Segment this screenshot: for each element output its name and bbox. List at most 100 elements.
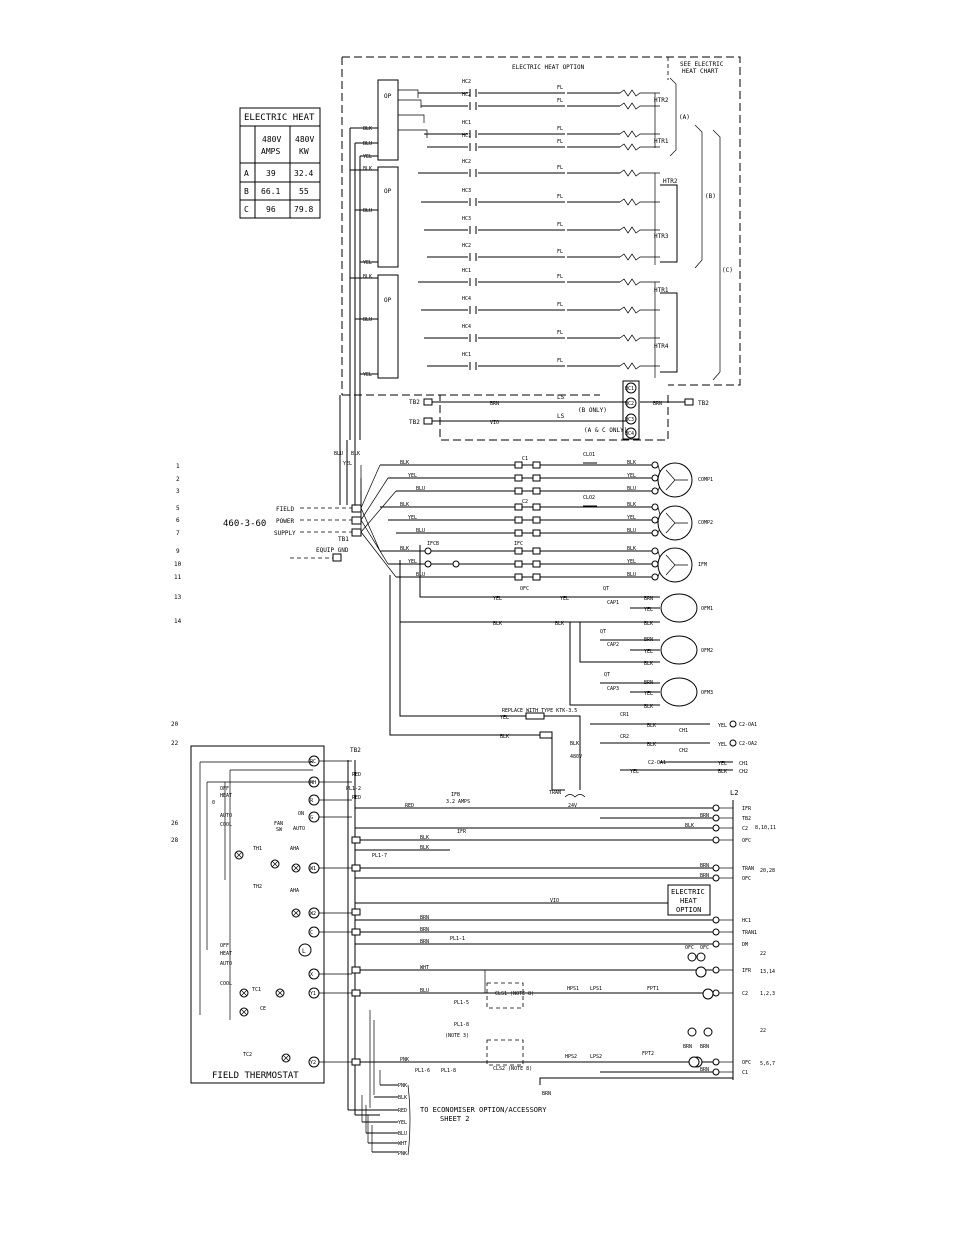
svg-text:CLO1: CLO1 [583, 452, 595, 458]
hc-contact-label: HC3 [462, 216, 471, 222]
fl-label: FL [557, 302, 563, 308]
svg-text:VIO: VIO [490, 420, 499, 426]
svg-text:CR2: CR2 [620, 734, 629, 740]
svg-text:AHA: AHA [290, 846, 299, 852]
svg-text:YEL: YEL [644, 691, 653, 697]
svg-text:BLU: BLU [363, 141, 372, 147]
svg-text:FAN: FAN [274, 821, 283, 827]
svg-text:7: 7 [176, 530, 180, 537]
wire-color-label: BRN [420, 915, 429, 921]
thermostat-terminal-label: R [310, 798, 314, 804]
svg-text:OFC: OFC [685, 945, 694, 951]
svg-text:HC4: HC4 [625, 431, 634, 437]
thermostat-terminal-label: G [310, 815, 313, 821]
terminal-ref-label: C2 [742, 991, 748, 997]
svg-text:CLO2: CLO2 [583, 495, 595, 501]
svg-text:24V: 24V [568, 803, 577, 809]
svg-text:CR1: CR1 [620, 712, 629, 718]
heat-kw-b: 55 [299, 187, 309, 196]
svg-text:ELECTRIC: ELECTRIC [671, 888, 705, 896]
thermostat-terminal-label: Y1 [310, 991, 316, 997]
wire-color-label: VIO [550, 898, 559, 904]
wire-color-label: BLK [400, 546, 409, 552]
thermostat-terminal-label: X [310, 972, 313, 978]
reference-label: 1,2,3 [760, 991, 775, 997]
terminal-ref-label: OFC [742, 1060, 751, 1066]
svg-text:REPLACE WITH TYPE KTK-3.5: REPLACE WITH TYPE KTK-3.5 [502, 708, 577, 714]
heat-size-a: A [244, 169, 249, 178]
svg-text:BLU: BLU [398, 1131, 407, 1137]
svg-text:BRN: BRN [683, 1044, 692, 1050]
svg-text:YEL: YEL [363, 372, 372, 378]
comp2-label: COMP2 [698, 520, 713, 526]
fl-label: FL [557, 165, 563, 171]
fl-label: FL [557, 98, 563, 104]
svg-text:C2-OA1: C2-OA1 [739, 722, 757, 728]
svg-text:TB2: TB2 [350, 747, 361, 754]
svg-text:BRN: BRN [490, 401, 499, 407]
wire-color-label: YEL [627, 559, 636, 565]
comp1-label: COMP1 [698, 477, 713, 483]
svg-text:YEL: YEL [363, 154, 372, 160]
terminal-ref-label: OFC [742, 838, 751, 844]
wire-color-label: PNK [400, 1057, 409, 1063]
svg-text:OP: OP [384, 93, 392, 100]
svg-text:CAP1: CAP1 [607, 600, 619, 606]
hc-contact-label: HC4 [462, 324, 471, 330]
wire-color-label: BLK [627, 502, 636, 508]
svg-text:TC1: TC1 [252, 987, 261, 993]
svg-text:TB2: TB2 [698, 400, 709, 407]
wire-color-label: BLU [416, 572, 425, 578]
terminal-ref-label: C1 [742, 1070, 748, 1076]
svg-text:BLK: BLK [351, 451, 360, 457]
svg-text:YEL: YEL [343, 461, 352, 467]
svg-text:(B): (B) [705, 193, 716, 200]
svg-text:BLK: BLK [570, 741, 579, 747]
terminal-ref-label: TRAN [742, 866, 754, 872]
svg-text:(C): (C) [722, 267, 733, 274]
svg-text:BLK: BLK [555, 621, 564, 627]
svg-text:QT: QT [603, 586, 609, 592]
svg-text:PL1-8: PL1-8 [441, 1068, 456, 1074]
svg-text:HPS1: HPS1 [567, 986, 579, 992]
wire-color-label: BRN [700, 1067, 709, 1073]
svg-text:YEL: YEL [644, 607, 653, 613]
svg-text:OP: OP [384, 297, 392, 304]
svg-text:PL1-5: PL1-5 [454, 1000, 469, 1006]
svg-text:HTR2: HTR2 [654, 97, 669, 104]
svg-text:FPT2: FPT2 [642, 1051, 654, 1057]
wire-color-label: BLK [627, 460, 636, 466]
svg-text:BLU: BLU [363, 317, 372, 323]
svg-text:5: 5 [176, 505, 180, 512]
svg-text:(NOTE 3): (NOTE 3) [445, 1033, 469, 1039]
svg-text:PL1-1: PL1-1 [450, 936, 465, 942]
reference-label: 5,6,7 [760, 1061, 775, 1067]
amps-label: 3.2 AMPS [446, 799, 470, 805]
svg-text:BLU: BLU [334, 451, 343, 457]
terminal-ref-label: IFR [742, 968, 752, 974]
hc-contact-label: HC2 [462, 159, 471, 165]
svg-text:BLU: BLU [363, 208, 372, 214]
svg-text:IFB: IFB [451, 792, 460, 798]
wire-color-label: BLK [420, 835, 429, 841]
svg-text:AUTO: AUTO [220, 813, 232, 819]
svg-text:SW: SW [276, 827, 283, 833]
svg-text:YEL: YEL [363, 260, 372, 266]
svg-text:CH1: CH1 [679, 728, 688, 734]
wire-color-label: YEL [408, 559, 417, 565]
svg-text:CH2: CH2 [739, 769, 748, 775]
svg-text:BLK: BLK [500, 734, 509, 740]
thermostat-terminal-label: Y2 [310, 1060, 316, 1066]
svg-text:YEL: YEL [500, 715, 509, 721]
svg-text:CH2: CH2 [679, 748, 688, 754]
svg-text:HTR4: HTR4 [654, 343, 669, 350]
svg-text:TB2: TB2 [409, 419, 420, 426]
terminal-ref-label: IFR [742, 806, 752, 812]
tb2-label-top: TB2 [409, 399, 420, 406]
heat-size-c: C [244, 205, 249, 214]
terminal-ref-label: HC1 [742, 918, 751, 924]
svg-text:BLK: BLK [644, 661, 653, 667]
svg-text:OFM2: OFM2 [701, 648, 713, 654]
wire-color-label: BLU [416, 528, 425, 534]
